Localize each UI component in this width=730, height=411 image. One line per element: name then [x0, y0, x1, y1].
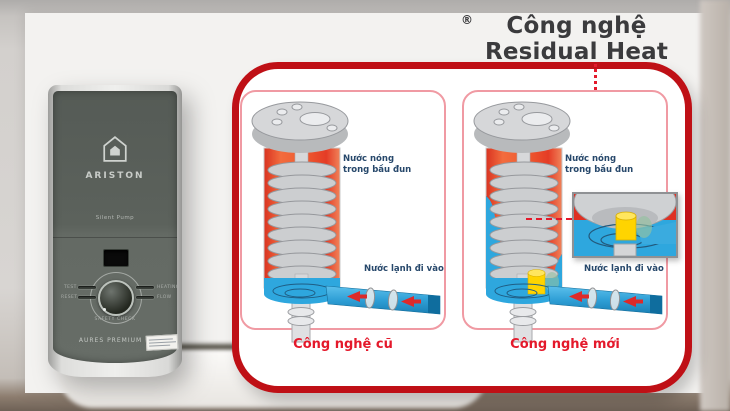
flow-arrow-icon [623, 296, 643, 307]
heater-tagline: Silent Pump [95, 215, 135, 221]
hot-water-label-line1: Nước nóng [565, 154, 617, 164]
flow-arrow-icon [347, 291, 367, 302]
spec-sticker [145, 334, 179, 351]
cold-water-label: Nước lạnh đi vào [364, 264, 444, 274]
old-tank-illustration [251, 101, 441, 343]
flow-arrow-icon [401, 296, 421, 307]
heater-display [103, 249, 129, 267]
heater-model-name: AURES PREMIUM + [78, 337, 152, 344]
hot-water-label-line2: trong bầu đun [565, 164, 634, 175]
diagram-card-old-technology: Nước nóng trong bầu đun Nước lạnh đi vào [240, 90, 446, 343]
sensor-zoom-illustration [574, 194, 676, 256]
dotted-connector-vertical [594, 64, 597, 90]
sensor-zoom-callout [572, 192, 678, 258]
heater-panel-seam [53, 237, 177, 238]
flow-label: FLOW [157, 295, 172, 300]
reset-label: RESET [61, 295, 78, 300]
flow-indicator [136, 295, 154, 299]
cold-water-label: Nước lạnh đi vào [584, 264, 664, 274]
old-technology-caption: Công nghệ cũ [293, 337, 393, 352]
dashed-connector-line [526, 218, 572, 220]
new-tank-illustration [473, 101, 663, 343]
ariston-house-logo-icon [103, 136, 127, 162]
heating-label: HEATING [157, 285, 180, 290]
heating-indicator [136, 285, 154, 289]
safety-check-label: SAFETY CHECK [94, 317, 136, 322]
hot-water-label-line1: Nước nóng [343, 154, 395, 164]
knob-indicator-dot [103, 308, 106, 311]
new-technology-caption: Công nghệ mới [510, 337, 620, 352]
test-button[interactable] [78, 285, 96, 289]
diagram-card-new-technology: Nước nóng trong bầu đun Nước lạnh đi vào [462, 90, 678, 343]
hot-water-label-line2: trong bầu đun [343, 164, 412, 175]
background-wall [700, 0, 730, 411]
flow-arrow-icon [569, 291, 589, 302]
heater-brand: ARISTON [85, 171, 145, 181]
reset-button[interactable] [78, 295, 96, 299]
water-heater-product: ARISTON Silent Pump TEST RESET HEATING F… [48, 85, 182, 377]
registered-mark: ® [461, 13, 474, 27]
page-title-text: Công nghệ Residual Heat [484, 13, 669, 65]
test-label: TEST [64, 285, 77, 290]
